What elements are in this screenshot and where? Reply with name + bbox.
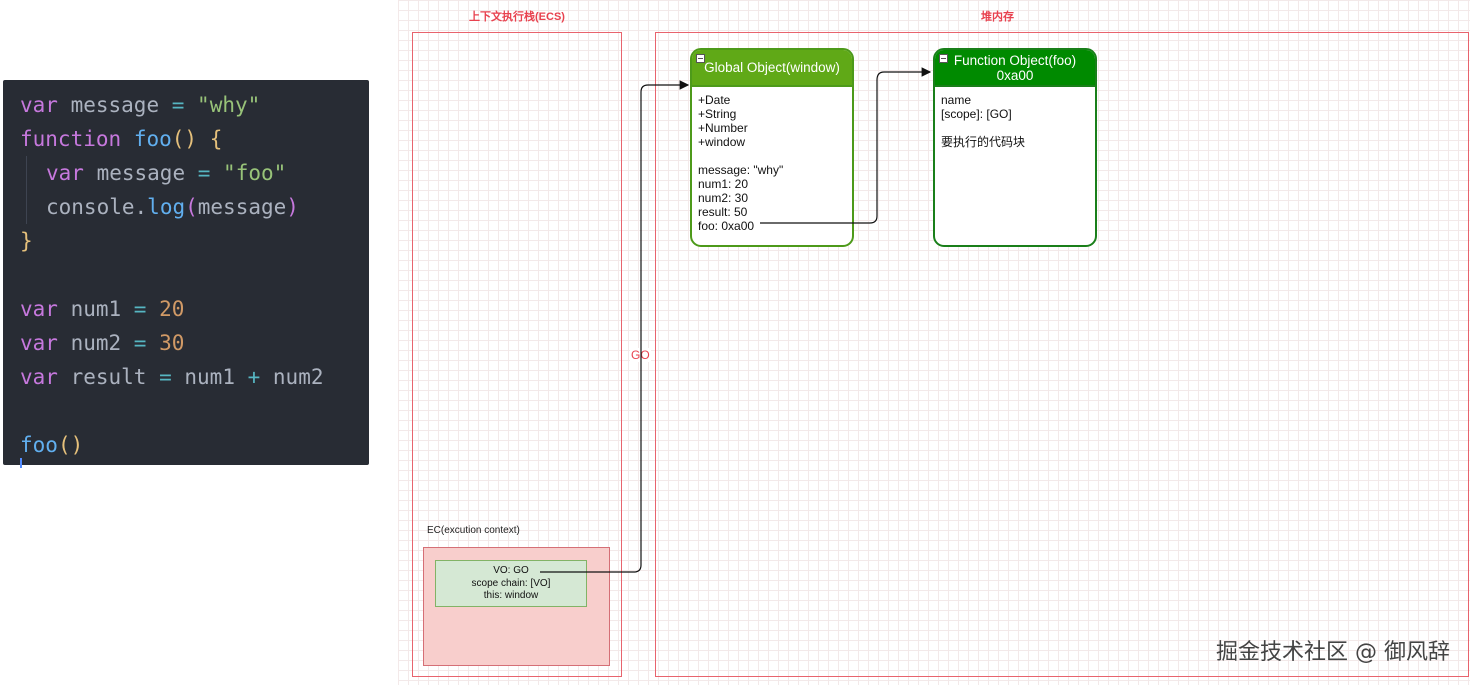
- code-token: =: [171, 93, 185, 117]
- code-token: +: [247, 365, 261, 389]
- code-token: num2: [260, 365, 324, 389]
- code-token: console: [46, 195, 135, 219]
- code-line: [20, 394, 369, 428]
- code-editor: var message = "why"function foo() {var m…: [3, 80, 369, 465]
- code-token: ): [286, 195, 299, 219]
- code-line: }: [20, 224, 369, 258]
- code-line: var message = "why": [20, 88, 369, 122]
- global-object-body: +Date +String +Number +window message: "…: [692, 87, 852, 233]
- scope-chain-line: scope chain: [VO]: [471, 577, 551, 589]
- global-object-title: Global Object(window): [704, 60, 840, 75]
- code-token: foo: [20, 433, 58, 457]
- code-line: var num1 = 20: [20, 292, 369, 326]
- collapse-icon[interactable]: [696, 54, 705, 63]
- code-token: =: [159, 365, 172, 389]
- code-token: [210, 161, 223, 185]
- text-cursor: [20, 458, 22, 468]
- function-object-address: 0xa00: [996, 68, 1034, 83]
- go-prop: +window: [698, 135, 746, 149]
- diagram-canvas: 上下文执行栈(ECS) 堆内存 EC(excution context) VO:…: [398, 0, 1470, 685]
- code-token: "foo": [223, 161, 287, 185]
- code-token: =: [197, 161, 211, 185]
- go-prop: +String: [698, 107, 737, 121]
- code-line: var num2 = 30: [20, 326, 369, 360]
- code-line: var result = num1 + num2: [20, 360, 369, 394]
- code-token: num1: [57, 297, 134, 321]
- go-prop: +Date: [698, 93, 731, 107]
- go-var: num2: 30: [698, 191, 749, 205]
- function-object-title: Function Object(foo): [953, 53, 1077, 68]
- fo-prop: name: [941, 93, 972, 107]
- go-var: foo: 0xa00: [698, 219, 755, 233]
- heap-title: 堆内存: [981, 11, 1014, 23]
- code-token: message: [57, 93, 172, 117]
- code-token: 20: [159, 297, 185, 321]
- code-line: foo(): [20, 428, 369, 462]
- go-var: num1: 20: [698, 177, 749, 191]
- global-object-header: Global Object(window): [692, 50, 852, 87]
- go-prop: +Number: [698, 121, 748, 135]
- code-token: foo: [133, 127, 172, 151]
- vo-line: VO: GO: [493, 565, 529, 576]
- fo-prop: [scope]: [GO]: [941, 107, 1012, 121]
- code-token: [197, 127, 210, 151]
- edge-label-go: GO: [630, 348, 651, 362]
- ecs-title: 上下文执行栈(ECS): [469, 11, 565, 23]
- code-line: console.log(message): [20, 190, 369, 224]
- code-token: =: [133, 331, 147, 355]
- code-token: [146, 297, 159, 321]
- ec-label: EC(excution context): [427, 525, 520, 536]
- global-object: Global Object(window) +Date +String +Num…: [690, 48, 854, 247]
- code-token: [146, 331, 159, 355]
- fo-note: 要执行的代码块: [941, 135, 1026, 149]
- code-token: var: [20, 93, 58, 117]
- code-line: var message = "foo": [20, 156, 369, 190]
- code-token: var: [20, 297, 58, 321]
- code-line: function foo() {: [20, 122, 369, 156]
- code-token: message: [83, 161, 198, 185]
- code-token: (: [185, 195, 198, 219]
- code-token: num2: [57, 331, 134, 355]
- collapse-icon[interactable]: [939, 54, 948, 63]
- function-object-header: Function Object(foo) 0xa00: [935, 50, 1095, 87]
- code-token: message: [197, 195, 287, 219]
- code-token: function: [20, 127, 122, 151]
- function-object: Function Object(foo) 0xa00 name [scope]:…: [933, 48, 1097, 247]
- code-token: }: [20, 229, 33, 253]
- this-line: this: window: [483, 590, 539, 601]
- go-var: result: 50: [698, 205, 748, 219]
- go-var: message: "why": [698, 163, 784, 177]
- code-token: [121, 127, 134, 151]
- code-token: {: [209, 127, 223, 151]
- code-token: var: [20, 331, 58, 355]
- code-token: (): [57, 433, 84, 457]
- code-token: 30: [159, 331, 185, 355]
- watermark: 掘金技术社区 @ 御风辞: [1216, 640, 1450, 665]
- code-token: var: [46, 161, 84, 185]
- code-line: [20, 258, 369, 292]
- code-token: num1: [171, 365, 248, 389]
- code-token: [184, 93, 197, 117]
- function-object-body: name [scope]: [GO] 要执行的代码块: [935, 87, 1095, 149]
- code-token: result: [57, 365, 160, 389]
- code-token: (): [171, 127, 198, 151]
- code-token: var: [20, 365, 58, 389]
- code-token: .: [134, 195, 148, 219]
- code-token: =: [133, 297, 147, 321]
- code-token: log: [147, 195, 186, 219]
- variable-object: VO: GO scope chain: [VO] this: window: [435, 560, 587, 607]
- code-token: "why": [197, 93, 261, 117]
